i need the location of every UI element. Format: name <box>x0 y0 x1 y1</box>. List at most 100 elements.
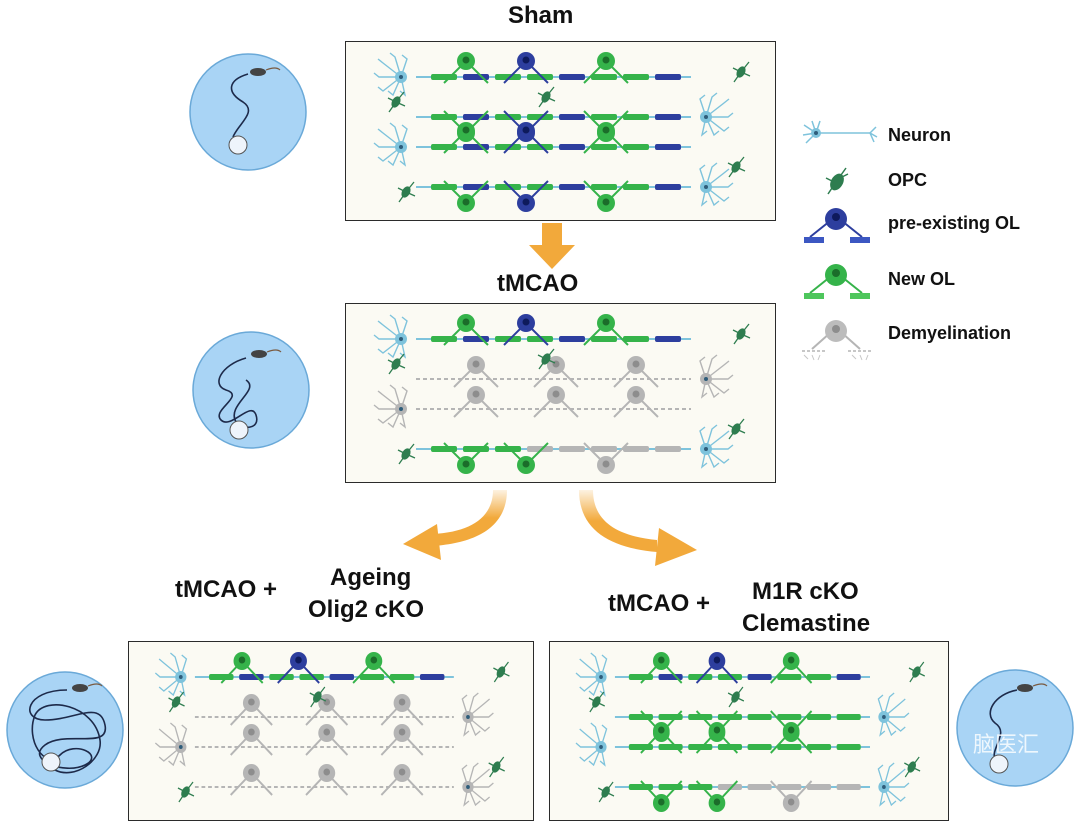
maze-sham-icon <box>189 53 307 171</box>
neuron-cell <box>575 722 608 767</box>
sham-title: Sham <box>508 2 574 29</box>
neuron-cell <box>699 162 734 207</box>
oligodendrocyte-cell <box>770 652 813 684</box>
myelin-segment <box>591 184 617 190</box>
right-panel-art <box>575 652 925 812</box>
oligodendrocyte-cell <box>583 314 629 346</box>
myelin-segment <box>655 144 681 150</box>
neuron-cell <box>699 354 734 399</box>
myelin-segment <box>777 744 802 750</box>
myelin-segment <box>655 336 681 342</box>
myelin-segment <box>655 184 681 190</box>
oligodendrocyte-cell <box>305 694 349 726</box>
legend-neuron-label: Neuron <box>888 125 951 145</box>
left-condition-line2: Olig2 cKO <box>308 596 425 623</box>
opc-cell <box>537 86 556 108</box>
watermark-text: 脑医汇 <box>973 733 1039 758</box>
myelin-segment <box>559 184 585 190</box>
oligodendrocyte-cell <box>443 442 489 474</box>
oligodendrocyte-cell <box>583 122 629 154</box>
neuron-cell <box>373 384 408 429</box>
oligodendrocyte-cell <box>770 722 813 754</box>
myelin-segment <box>329 674 355 680</box>
neuron-cell <box>877 692 910 737</box>
maze-tmcao-icon <box>192 331 310 449</box>
oligodendrocyte-cell <box>533 356 579 388</box>
oligodendrocyte-cell <box>220 652 264 684</box>
myelin-segment <box>559 336 585 342</box>
myelin-segment <box>623 446 649 452</box>
myelin-segment <box>623 114 649 120</box>
left-panel-art <box>154 652 510 807</box>
oligodendrocyte-cell <box>695 722 739 754</box>
myelin-segment <box>359 674 385 680</box>
myelin-segment <box>419 674 445 680</box>
oligodendrocyte-cell <box>613 356 659 388</box>
myelin-segment <box>591 74 617 80</box>
myelin-segment <box>836 784 861 790</box>
legend-demyelination-label: Demyelination <box>888 323 1012 343</box>
myelin-segment <box>717 784 743 790</box>
opc-cell <box>727 156 746 178</box>
myelin-segment <box>623 74 649 80</box>
oligodendrocyte-cell <box>230 694 273 726</box>
myelin-segment <box>495 144 521 150</box>
myelin-segment <box>527 144 553 150</box>
myelin-segment <box>495 336 521 342</box>
oligodendrocyte-cell <box>380 764 424 796</box>
myelin-segment <box>717 714 743 720</box>
oligodendrocyte-cell <box>695 652 739 684</box>
oligodendrocyte-cell <box>640 722 683 754</box>
opc-cell <box>908 661 925 683</box>
legend-opc: OPC <box>800 160 1060 200</box>
myelin-segment <box>655 74 681 80</box>
right-condition-line1: M1R cKO <box>752 578 859 605</box>
opc-cell <box>588 691 605 713</box>
right-condition-line2: Clemastine <box>742 610 871 637</box>
maze-right-icon: 脑医汇 <box>956 669 1074 787</box>
myelin-segment <box>688 784 713 790</box>
opc-cell <box>537 348 556 370</box>
myelin-segment <box>717 744 743 750</box>
oligodendrocyte-cell <box>453 386 499 418</box>
oligodendrocyte-cell <box>230 764 273 796</box>
myelin-segment <box>806 674 832 680</box>
myelin-segment <box>623 184 649 190</box>
opc-cell <box>387 353 406 375</box>
sham-panel-art <box>373 52 751 212</box>
myelin-segment <box>495 446 521 452</box>
demyelination-icon <box>802 320 872 361</box>
oligodendrocyte-cell <box>305 764 349 796</box>
left-condition-prefix: tMCAO + <box>175 576 277 603</box>
myelin-segment <box>299 674 324 680</box>
neuron-cell <box>699 92 734 137</box>
myelin-segment <box>623 144 649 150</box>
myelin-segment <box>688 714 713 720</box>
new-ol-icon <box>804 264 870 299</box>
oligodendrocyte-cell <box>533 386 579 418</box>
myelin-segment <box>559 74 585 80</box>
opc-icon <box>825 167 849 195</box>
left-condition-panel <box>128 641 534 821</box>
myelin-segment <box>559 446 585 452</box>
myelin-segment <box>836 674 861 680</box>
neuron-cell <box>461 692 494 737</box>
oligodendrocyte-cell <box>305 724 349 756</box>
oligodendrocyte-cell <box>380 724 424 756</box>
opc-cell <box>397 181 416 203</box>
opc-cell <box>309 686 327 708</box>
neuron-cell <box>154 722 188 767</box>
oligodendrocyte-cell <box>640 652 683 684</box>
oligodendrocyte-cell <box>453 356 499 388</box>
tmcao-panel-art <box>373 314 751 474</box>
opc-cell <box>168 691 185 713</box>
myelin-segment <box>527 74 553 80</box>
oligodendrocyte-cell <box>613 386 659 418</box>
legend-demyelination: Demyelination <box>800 313 1060 361</box>
neuron-cell <box>699 424 734 469</box>
opc-cell <box>732 323 751 345</box>
opc-cell <box>727 686 745 708</box>
oligodendrocyte-cell <box>503 442 549 474</box>
oligodendrocyte-cell <box>277 652 320 684</box>
myelin-segment <box>495 74 521 80</box>
